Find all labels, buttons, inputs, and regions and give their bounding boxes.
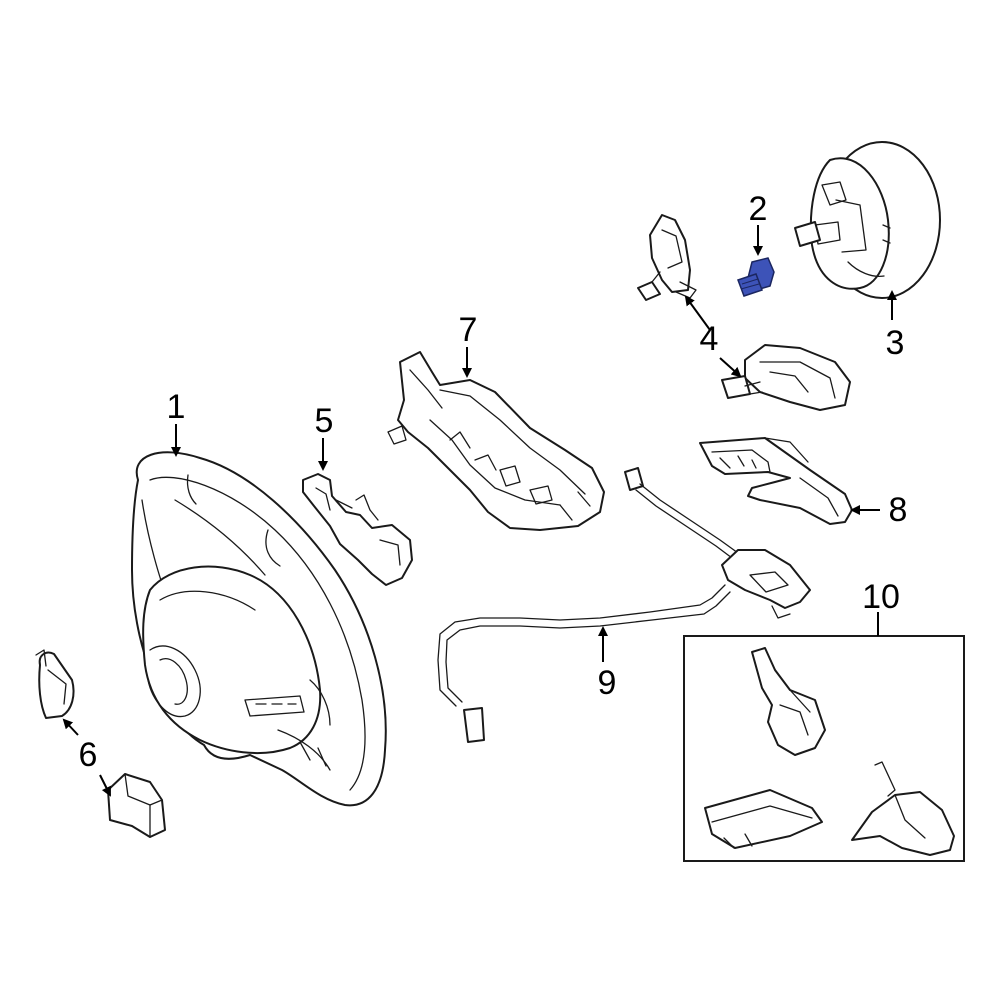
- part-4-switch-lower[interactable]: [721, 344, 851, 411]
- callout-10: 10: [862, 578, 900, 616]
- part-6-cover-upper[interactable]: [35, 649, 75, 719]
- callout-9: 9: [598, 664, 617, 702]
- callout-7: 7: [459, 311, 478, 349]
- leader-6-upper: [62, 718, 79, 736]
- part-10-kit-box[interactable]: [683, 635, 965, 862]
- leader-4-lower: [719, 357, 742, 378]
- part-10-kit-component-lower-right[interactable]: [851, 761, 955, 856]
- part-8-trim-panel[interactable]: [699, 437, 853, 525]
- callout-3: 3: [886, 324, 905, 362]
- callout-2: 2: [749, 190, 768, 228]
- part-1-steering-wheel[interactable]: [131, 451, 387, 807]
- part-2-bolt[interactable]: [737, 257, 775, 297]
- part-3-airbag-module[interactable]: [794, 141, 941, 299]
- callout-1: 1: [167, 388, 186, 426]
- leader-6-lower: [99, 774, 111, 797]
- part-5-bracket[interactable]: [302, 473, 413, 586]
- part-9-wiring-harness[interactable]: [437, 467, 811, 743]
- callout-4: 4: [700, 320, 719, 358]
- part-6-cover-lower[interactable]: [107, 773, 166, 838]
- callout-5: 5: [315, 402, 334, 440]
- part-4-switch-upper[interactable]: [637, 214, 697, 301]
- callout-6: 6: [79, 736, 98, 774]
- callout-8: 8: [889, 491, 908, 529]
- leader-4-upper: [684, 295, 711, 331]
- part-10-kit-component-lower-left[interactable]: [704, 789, 823, 849]
- part-7-lower-cover[interactable]: [387, 351, 605, 531]
- part-10-kit-component-upper[interactable]: [751, 647, 826, 756]
